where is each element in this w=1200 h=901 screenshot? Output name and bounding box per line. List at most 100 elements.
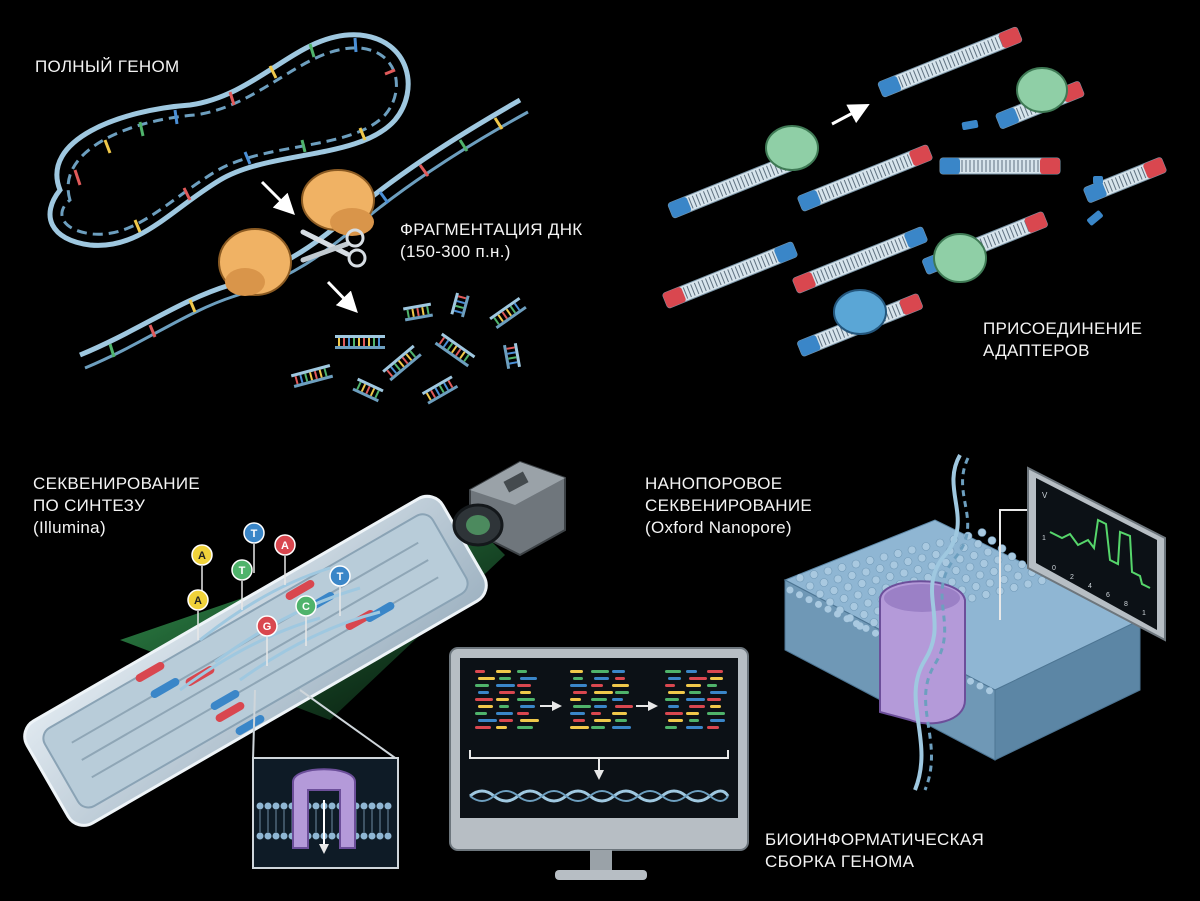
base-pair — [891, 160, 898, 172]
lipid-head — [989, 567, 999, 576]
base-pair — [957, 52, 963, 64]
nanopore-label-line3: (Oxford Nanopore) — [645, 518, 792, 537]
cluster-read — [135, 662, 165, 682]
sequence-read — [475, 712, 487, 715]
base-pair — [994, 37, 1000, 49]
base-pair — [426, 306, 430, 315]
arrow-icon — [326, 280, 358, 314]
base-pair — [853, 255, 860, 268]
base-pair — [416, 307, 420, 317]
lipid-head — [903, 557, 913, 566]
fragmentation-label: ФРАГМЕНТАЦИЯ ДНК (150-300 п.н.) — [400, 219, 583, 263]
sequence-read — [475, 670, 485, 673]
base-pair — [705, 278, 711, 290]
sequence-read — [612, 670, 625, 673]
monitor-icon — [449, 647, 749, 880]
sequence-read — [570, 684, 587, 687]
lipid-head — [961, 574, 971, 583]
base-pair — [304, 373, 309, 382]
sequence-read — [615, 719, 627, 722]
lipid-head — [312, 832, 320, 840]
base-pair — [968, 47, 975, 60]
sequence-read — [475, 684, 489, 687]
base-pair — [828, 330, 834, 343]
base-pair — [356, 381, 362, 390]
sequence-read — [668, 677, 681, 680]
fragment-backbone — [357, 377, 384, 393]
base-pair — [730, 267, 737, 280]
base-pair — [1114, 177, 1121, 189]
sequence-read — [496, 712, 513, 715]
lipid-head — [985, 578, 995, 588]
base-pair — [446, 342, 454, 351]
base-pair — [710, 188, 716, 200]
base-pair — [1015, 107, 1022, 120]
base-pair — [369, 388, 376, 397]
sequence-read — [686, 684, 701, 687]
base-pair — [751, 171, 757, 184]
adapter-fragment — [877, 26, 1023, 98]
nucleotide-dot — [329, 565, 351, 587]
base-pair — [742, 263, 748, 275]
base-pair — [832, 329, 838, 341]
base-pair — [299, 374, 304, 383]
sbs-clusters — [135, 566, 395, 735]
nucleotide-letter: C — [302, 601, 310, 613]
base-pair — [884, 163, 890, 175]
base-pair — [898, 76, 904, 88]
base-pair — [442, 339, 450, 348]
base-pair — [898, 237, 904, 250]
base-pair — [309, 372, 314, 381]
nucleotide-bubble: A — [191, 544, 213, 595]
nucleotide-bubble: A — [274, 534, 296, 585]
lipid-head — [921, 542, 931, 551]
signal-axis-tick: 0 — [1052, 565, 1056, 572]
lipid-head — [837, 563, 847, 572]
sequence-read — [710, 719, 725, 722]
sequence-read — [689, 705, 705, 708]
signal-connector — [999, 509, 1030, 620]
base-pair — [360, 383, 367, 392]
genome-tail-base-pairs — [108, 117, 504, 358]
sequence-read — [668, 691, 685, 694]
base-pair — [1129, 171, 1136, 183]
base-pair — [406, 309, 410, 318]
base-pair — [1118, 175, 1125, 188]
assembled-genome-strand-b — [469, 790, 729, 802]
sequence-read — [520, 719, 539, 722]
base-pair — [879, 245, 885, 257]
sequence-read — [496, 726, 507, 729]
genome-label: ПОЛНЫЙ ГЕНОМ — [35, 56, 179, 78]
lipid-head — [312, 802, 320, 810]
lipid-head — [851, 559, 861, 569]
sbs-label-line1: СЕКВЕНИРОВАНИЕ — [33, 474, 201, 493]
sequence-read — [475, 726, 491, 729]
base-pair — [994, 232, 1000, 244]
lipid-head — [975, 570, 985, 580]
base-pair — [990, 38, 997, 51]
lipid-head — [843, 582, 853, 592]
ligase-enzymes — [765, 67, 1068, 335]
base-pair — [886, 242, 893, 254]
cluster-read — [215, 702, 245, 722]
cluster-strand — [199, 566, 331, 642]
adapter-ligation-group — [662, 26, 1167, 357]
base-pair — [824, 332, 831, 344]
fragment-backbone — [503, 344, 511, 370]
lipid-head — [973, 539, 983, 549]
base-pair — [699, 192, 705, 205]
lipid-head — [1009, 583, 1019, 592]
base-pair — [723, 270, 730, 283]
base-pair — [839, 326, 846, 338]
fragment-backbone — [290, 364, 331, 378]
base-pair — [365, 385, 371, 395]
lipid-head — [823, 566, 833, 576]
adapter-fragment — [797, 144, 933, 212]
sequence-read — [573, 719, 585, 722]
sequence-read — [612, 726, 631, 729]
base-pair — [891, 305, 898, 317]
base-pair — [916, 68, 923, 81]
